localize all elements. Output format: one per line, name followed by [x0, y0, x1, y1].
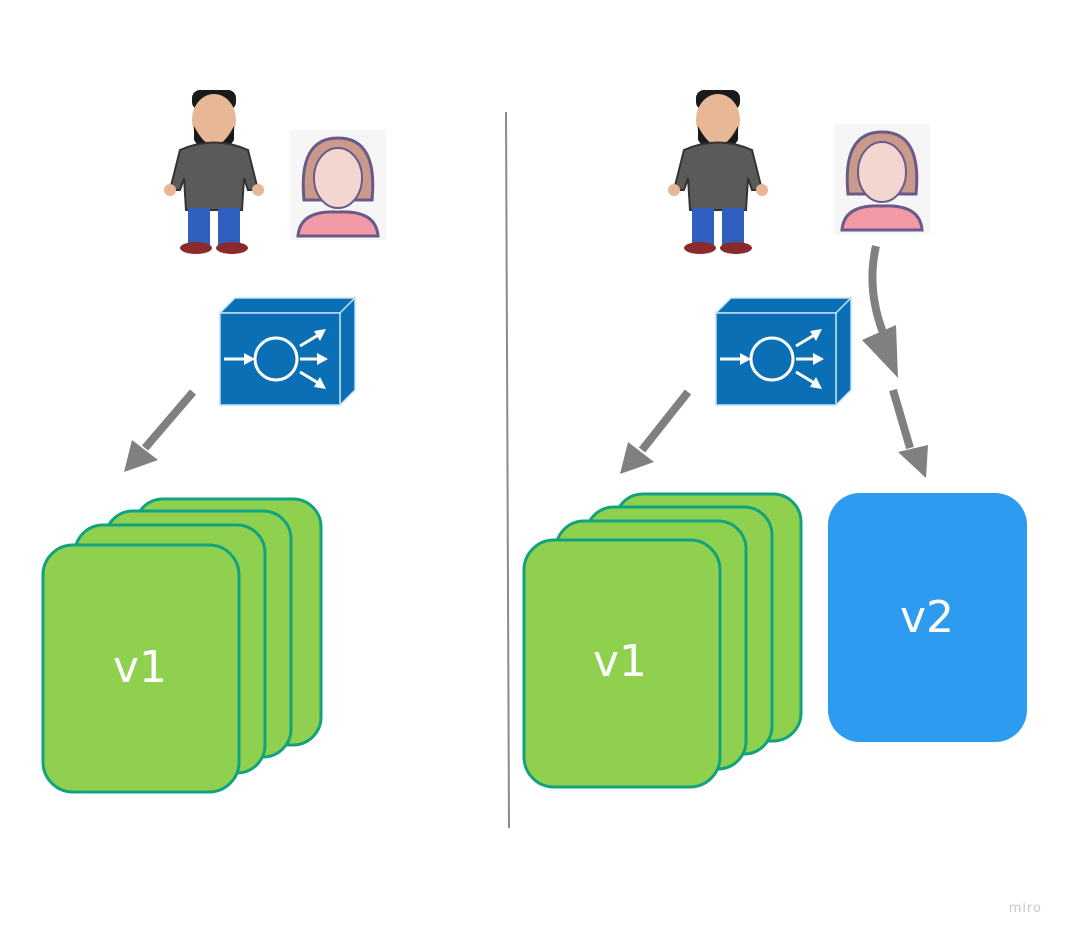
v2-instance: v2	[828, 493, 1027, 742]
arrow-lb-to-v1	[620, 389, 692, 474]
miro-watermark: miro	[1009, 901, 1042, 916]
v1-label: v1	[113, 642, 167, 693]
v2-label: v2	[900, 592, 954, 643]
divider-line	[505, 111, 510, 829]
user-woman-icon	[832, 122, 932, 236]
user-man-icon	[667, 89, 769, 255]
v1-label: v1	[593, 636, 647, 687]
v1-instance-stack: v1	[522, 492, 803, 789]
arrow-user-to-v2	[862, 245, 928, 478]
v1-instance-stack: v1	[41, 497, 323, 794]
load-balancer-icon	[714, 296, 853, 407]
arrow-lb-to-v1	[124, 389, 197, 472]
user-man-icon	[163, 89, 265, 255]
load-balancer-icon	[218, 296, 357, 407]
left-panel: v1	[41, 89, 388, 794]
right-panel: v1 v2	[522, 89, 1027, 789]
user-woman-icon	[288, 128, 388, 242]
